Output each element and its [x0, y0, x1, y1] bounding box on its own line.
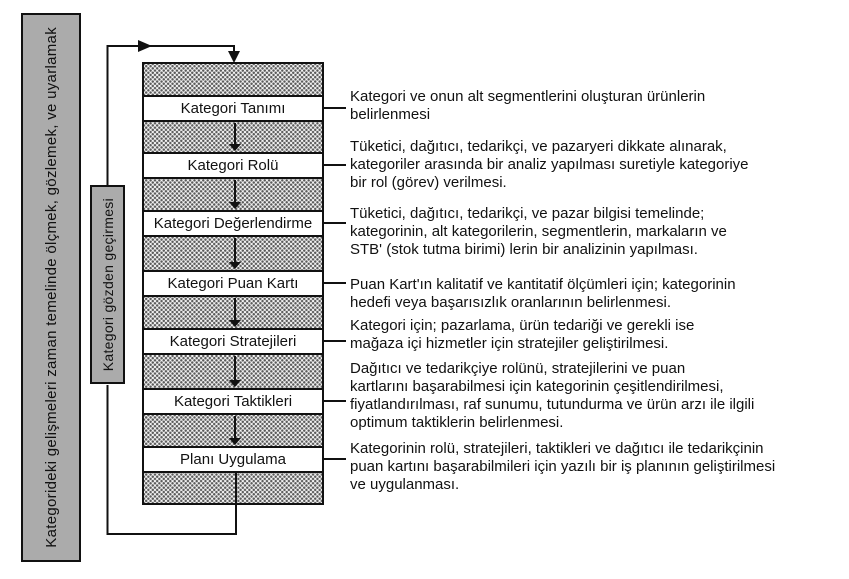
flow-step-kategori-puan-karti: Kategori Puan Kartı: [142, 270, 324, 297]
annotation-text: optimum taktiklerin belirlenmesi.: [350, 414, 564, 431]
annotation-kategori-stratejileri: Kategori için; pazarlama, ürün tedariği …: [350, 317, 845, 353]
category-review-label: Kategori gözden geçirmesi: [99, 197, 116, 372]
annotation-text: kategorinin, alt kategorilerin, segmentl…: [350, 223, 727, 240]
flow-step-kategori-stratejileri: Kategori Stratejileri: [142, 328, 324, 355]
annotation-kategori-rolu: Tüketici, dağıtıcı, tedarikçi, ve pazary…: [350, 138, 845, 192]
annotation-text: Kategori için; pazarlama, ürün tedariği …: [350, 317, 695, 334]
annotation-text: Tüketici, dağıtıcı, tedarikçi, ve pazary…: [350, 138, 727, 155]
measure-adapt-label: Kategorideki gelişmeleri zaman temelinde…: [42, 27, 60, 548]
flow-step-kategori-tanimi: Kategori Tanımı: [142, 95, 324, 122]
flow-step-kategori-degerlendirme: Kategori Değerlendirme: [142, 210, 324, 237]
flow-step-kategori-taktikleri: Kategori Taktikleri: [142, 388, 324, 415]
annotation-kategori-degerlendirme: Tüketici, dağıtıcı, tedarikçi, ve pazar …: [350, 205, 845, 259]
annotation-text: Dağıtıcı ve tedarikçiye rolünü, strateji…: [350, 360, 686, 377]
annotation-text: Puan Kart'ın kalitatif ve kantitatif ölç…: [350, 276, 736, 293]
annotation-plani-uygulama: Kategorinin rolü, stratejileri, taktikle…: [350, 440, 845, 494]
flow-step-kategori-rolu: Kategori Rolü: [142, 152, 324, 179]
annotation-text: Kategorinin rolü, stratejileri, taktikle…: [350, 440, 764, 457]
arrowhead-right-icon: [138, 40, 152, 52]
annotation-text: Tüketici, dağıtıcı, tedarikçi, ve pazar …: [350, 205, 705, 222]
annotation-kategori-puan-karti: Puan Kart'ın kalitatif ve kantitatif ölç…: [350, 276, 845, 312]
annotation-text: Kategori ve onun alt segmentlerini oluşt…: [350, 88, 706, 105]
annotation-text: mağaza içi hizmetler için stratejiler ge…: [350, 335, 669, 352]
annotation-kategori-tanimi: Kategori ve onun alt segmentlerini oluşt…: [350, 88, 845, 124]
annotation-kategori-taktikleri: Dağıtıcı ve tedarikçiye rolünü, strateji…: [350, 360, 845, 432]
annotation-text: puan kartını başarabilmileri için yazılı…: [350, 458, 776, 475]
flow-step-plani-uygulama: Planı Uygulama: [142, 446, 324, 473]
category-review-bar: Kategori gözden geçirmesi: [90, 185, 125, 384]
annotation-text: hedefi veya başarısızlık oranlarının bel…: [350, 294, 671, 311]
annotation-text: belirlenmesi: [350, 106, 431, 123]
annotation-text: kartlarını başarabilmesi için kategorini…: [350, 378, 724, 395]
annotation-text: bir rol (görev) verilmesi.: [350, 174, 507, 191]
measure-adapt-bar: Kategorideki gelişmeleri zaman temelinde…: [21, 13, 81, 562]
annotation-text: STB' (stok tutma birimi) lerin bir anali…: [350, 241, 698, 258]
annotation-text: ve uygulanması.: [350, 476, 460, 493]
annotation-text: fiyatlandırılması, raf sunumu, tutundurm…: [350, 396, 755, 413]
annotation-text: kategoriler arasında bir analiz yapılmas…: [350, 156, 749, 173]
